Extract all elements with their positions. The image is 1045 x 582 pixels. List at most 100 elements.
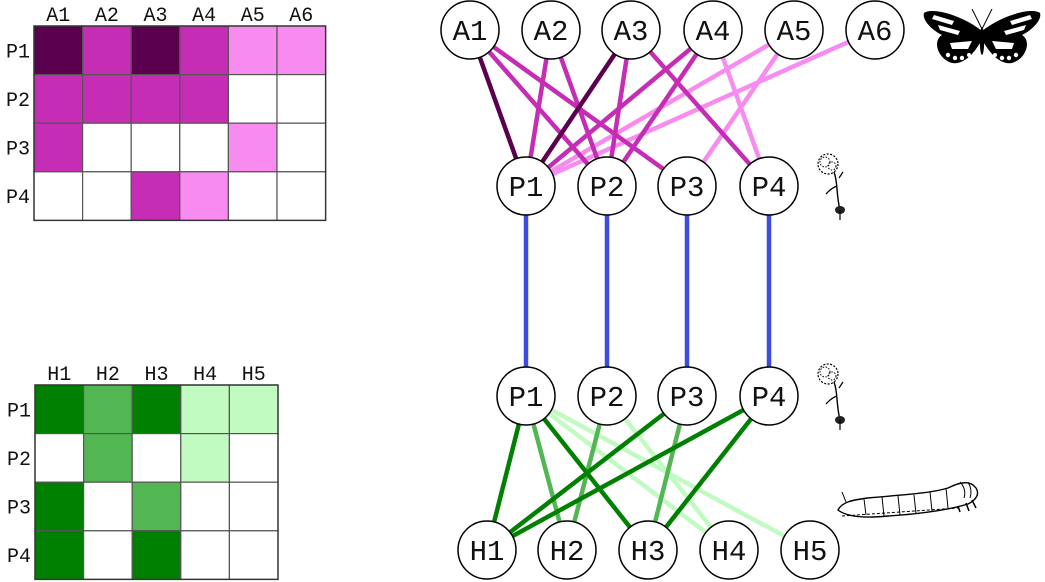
herbivory-row-label: P4: [7, 546, 31, 569]
plant-node-top: P4: [739, 156, 799, 216]
pollination-row-label: P1: [6, 41, 30, 64]
herbivory-cell: [180, 530, 231, 580]
pollinator-node-label: A6: [858, 16, 893, 49]
herbivory-col-label: H1: [47, 364, 71, 387]
pollinator-node-circle: [440, 0, 500, 60]
pollinator-node-circle: [845, 0, 905, 60]
herbivore-node-circle: [780, 520, 840, 580]
pollinator-node-label: A5: [777, 16, 812, 49]
herbivory-cell: [82, 481, 133, 532]
herbivory-row-label: P2: [7, 449, 31, 472]
pollination-row-label: P4: [6, 187, 30, 210]
pollination-edge: [468, 28, 609, 188]
herbivore-node-circle: [618, 520, 678, 580]
pollination-col-label: A3: [143, 5, 167, 28]
plant-node-top: P3: [657, 156, 717, 216]
carnation-flower-icon: [817, 153, 845, 220]
herbivory-cell: [131, 433, 182, 483]
plant-node-top-circle: [739, 156, 799, 216]
herbivore-node: H1: [457, 520, 517, 580]
herbivory-cell: [34, 433, 85, 483]
herbivore-node: H2: [537, 520, 597, 580]
herbivory-row-label: P3: [7, 498, 31, 521]
pollination-edge: [605, 28, 715, 188]
herbivory-cell: [180, 433, 231, 483]
plant-node-bottom: P1: [496, 366, 556, 426]
herbivore-node-circle: [537, 520, 597, 580]
pollinator-node-circle: [521, 0, 581, 60]
herbivory-cell: [228, 530, 279, 580]
herbivory-cell: [82, 530, 133, 580]
pollination-cell: [227, 122, 278, 173]
pollination-cell: [179, 25, 230, 76]
herbivory-cell: [82, 384, 133, 435]
pollinator-node-circle: [683, 0, 743, 60]
pollination-cell: [227, 171, 278, 222]
pollinator-node-label: A3: [614, 16, 649, 49]
pollination-cell: [227, 73, 278, 124]
herbivory-cell: [34, 530, 85, 580]
plant-node-bottom-circle: [739, 366, 799, 426]
herbivory-col-label: H5: [242, 364, 266, 387]
pollination-cell: [130, 73, 181, 124]
pollinator-node: A1: [440, 0, 500, 60]
caterpillar-icon: [837, 481, 979, 518]
pollination-cell: [33, 25, 84, 76]
pollinator-node: A3: [601, 0, 661, 60]
herbivory-cell: [131, 481, 182, 532]
pollination-cell: [130, 122, 181, 173]
herbivory-row-label: P1: [7, 400, 31, 423]
pollination-cell: [81, 122, 132, 173]
butterfly-icon: [923, 8, 1041, 64]
pollination-edge: [629, 28, 771, 188]
herbivory-border: [34, 384, 279, 581]
plant-node-top-label: P2: [590, 172, 625, 205]
pollinator-node: A2: [521, 0, 581, 60]
herbivory-cell: [131, 384, 182, 435]
pollination-cell: [179, 73, 230, 124]
pollination-col-label: A1: [46, 5, 70, 28]
pollinator-node: A6: [845, 0, 905, 60]
herbivory-cell: [82, 433, 133, 483]
herbivore-node: H4: [699, 520, 759, 580]
herbivore-node-label: H2: [550, 536, 585, 569]
pollinator-node-circle: [601, 0, 661, 60]
pollination-cell: [130, 171, 181, 222]
pollination-cell: [276, 73, 327, 124]
plant-node-bottom: P4: [739, 366, 799, 426]
herbivore-node-circle: [457, 520, 517, 580]
pollinator-node: A5: [764, 0, 824, 60]
herbivore-node-label: H3: [631, 536, 666, 569]
pollination-cell: [276, 25, 327, 76]
pollination-cell: [276, 171, 327, 222]
pollination-cell: [179, 171, 230, 222]
plant-node-bottom-circle: [496, 366, 556, 426]
plant-node-bottom-circle: [577, 366, 637, 426]
plant-node-bottom-label: P2: [590, 382, 625, 415]
herbivory-cell: [131, 530, 182, 580]
pollination-col-label: A6: [289, 5, 313, 28]
herbivory-col-label: H2: [96, 364, 120, 387]
pollination-border: [33, 25, 327, 222]
pollination-cell: [227, 25, 278, 76]
herbivore-node-label: H1: [470, 536, 505, 569]
plant-node-top: P1: [496, 156, 556, 216]
plant-node-bottom-circle: [657, 366, 717, 426]
pollinator-node: A4: [683, 0, 743, 60]
pollination-cell: [130, 25, 181, 76]
plant-node-top: P2: [577, 156, 637, 216]
pollination-cell: [33, 171, 84, 222]
plant-node-bottom-label: P1: [509, 382, 544, 415]
herbivore-node-circle: [699, 520, 759, 580]
pollination-edge: [524, 28, 633, 188]
pollination-cell: [81, 171, 132, 222]
herbivory-cell: [34, 384, 85, 435]
plant-node-top-circle: [496, 156, 556, 216]
plant-node-top-label: P3: [670, 172, 705, 205]
herbivory-cell: [34, 481, 85, 532]
carnation-flower-icon: [817, 363, 845, 430]
herbivore-node: H3: [618, 520, 678, 580]
